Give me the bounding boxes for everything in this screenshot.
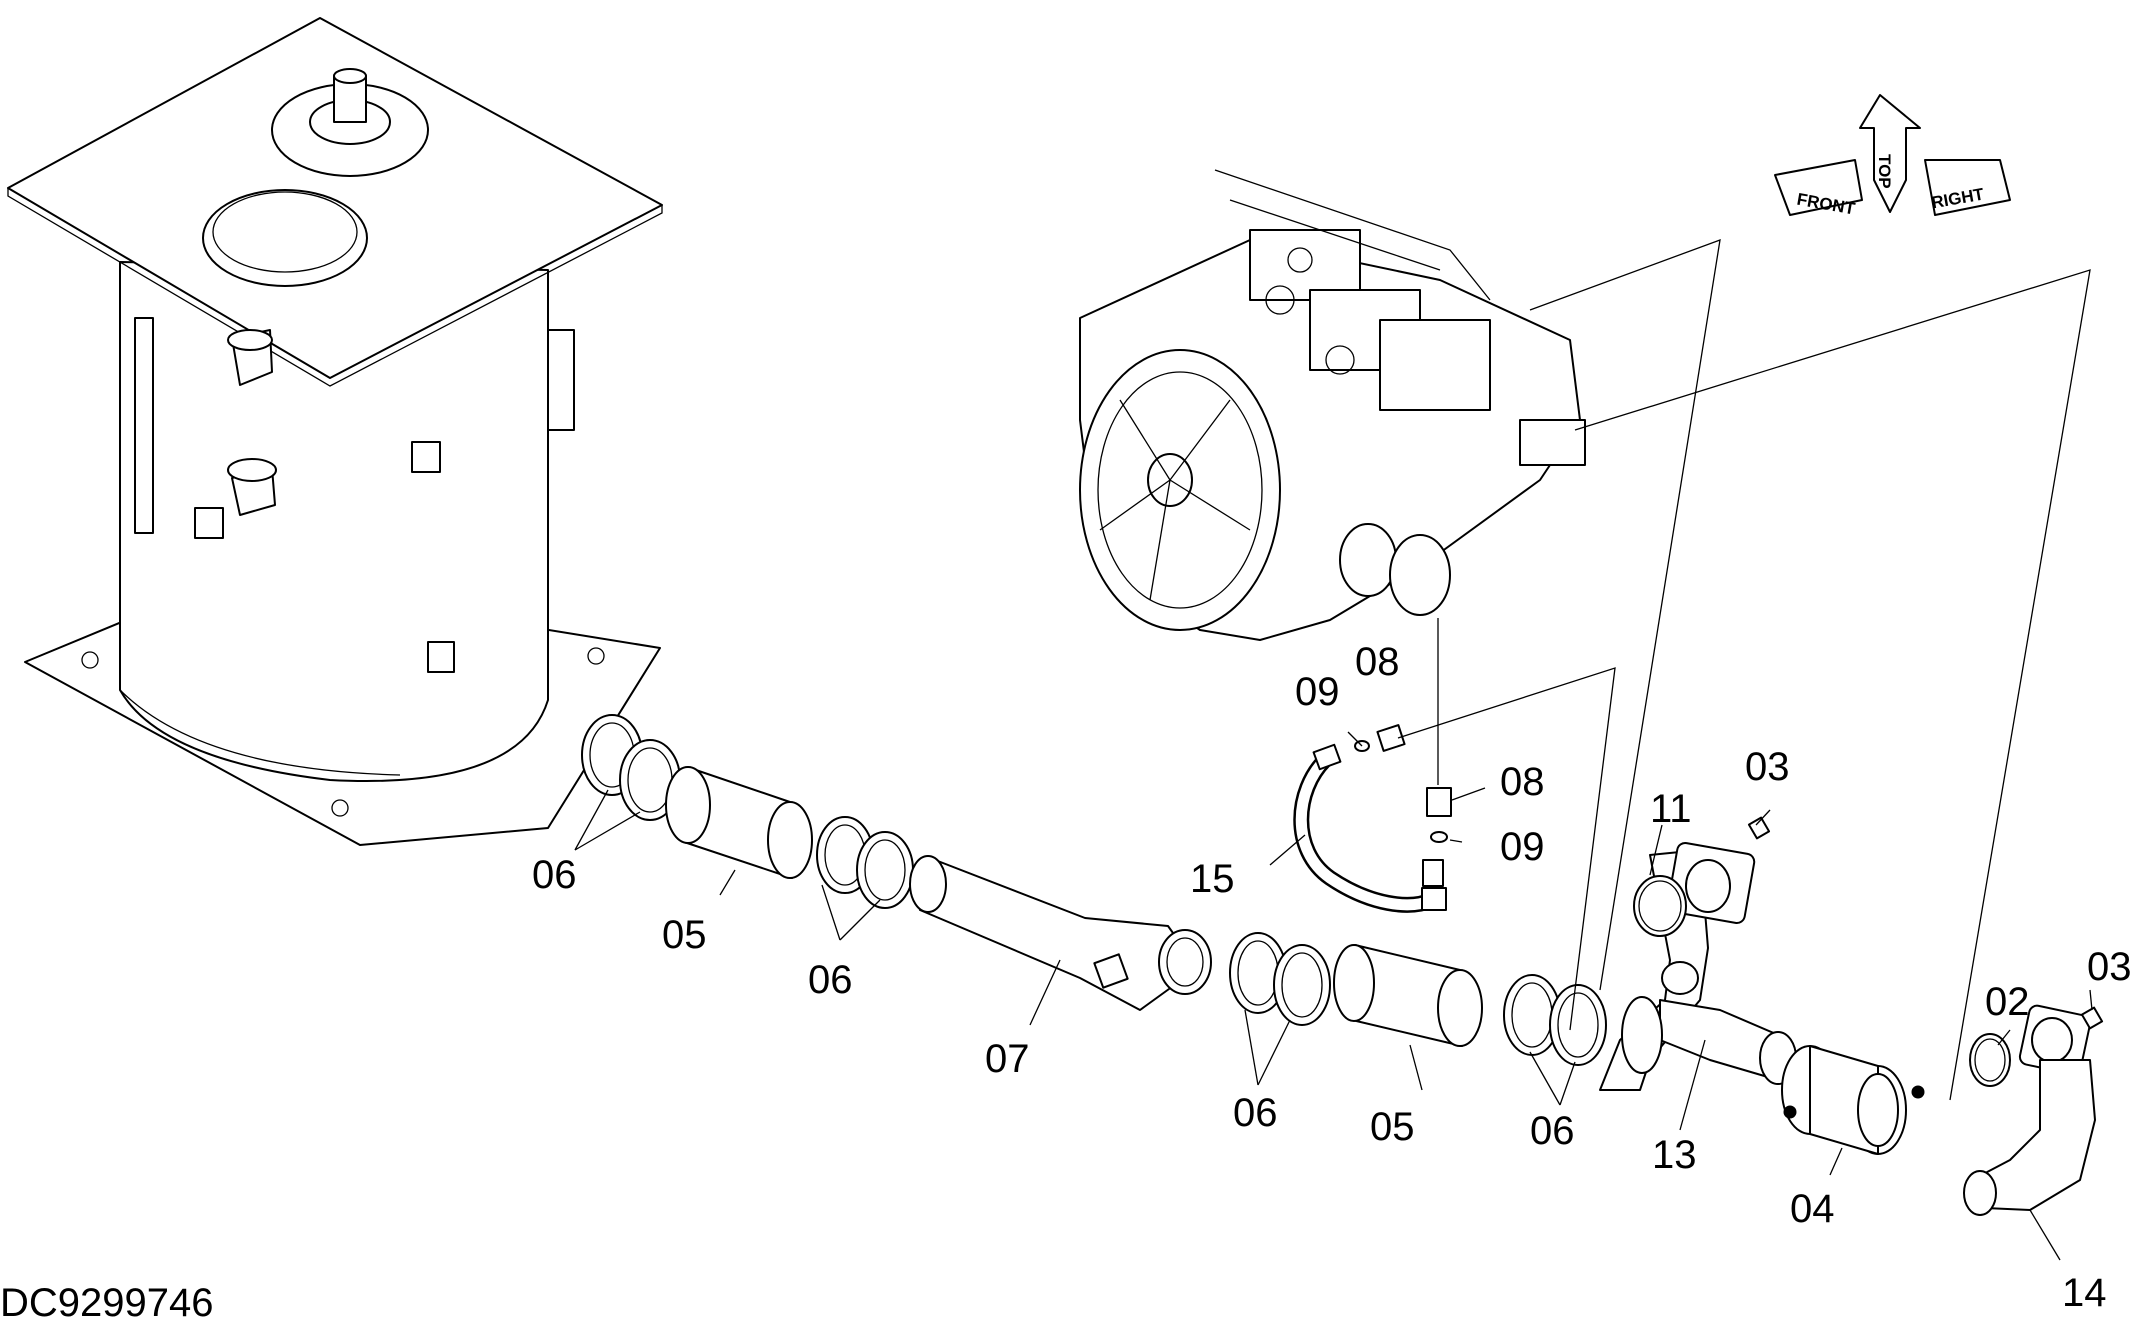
callout-03: 03 (1745, 745, 1790, 789)
callout-07: 07 (985, 1037, 1030, 1081)
callout-06: 06 (1233, 1091, 1278, 1135)
callout-06: 06 (1530, 1109, 1575, 1153)
rubber-hose-05-a (665, 766, 813, 879)
suction-elbow-13 (1599, 842, 1797, 1091)
top-label: TOP (1875, 154, 1894, 189)
leader-lines (574, 239, 2093, 1261)
callout-15: 15 (1190, 857, 1235, 901)
hydraulic-tank (7, 17, 663, 846)
callout-labels: 03 03 02 11 08 09 08 09 15 06 05 06 07 0… (532, 640, 2132, 1315)
callout-03: 03 (2087, 945, 2132, 989)
bolts-03 (1747, 816, 2104, 1030)
callout-08: 08 (1355, 640, 1400, 684)
suction-pipe-07 (909, 855, 1212, 1011)
callout-06: 06 (532, 853, 577, 897)
callout-06: 06 (808, 958, 853, 1002)
callout-09: 09 (1295, 670, 1340, 714)
drawing-number: DC9299746 (0, 1281, 214, 1325)
hose-clamps (581, 714, 1607, 1066)
coupling-04 (1781, 1045, 1925, 1155)
callout-13: 13 (1652, 1133, 1697, 1177)
hose-15 (1293, 743, 1447, 913)
callout-02: 02 (1985, 980, 2030, 1024)
outlet-elbow-14 (1963, 1004, 2096, 1216)
callout-09: 09 (1500, 825, 1545, 869)
engine-pump-assembly (1079, 169, 1586, 641)
orientation-indicator: FRONT TOP RIGHT (1774, 94, 2011, 219)
callout-04: 04 (1790, 1187, 1835, 1231)
rubber-hose-05-b (1333, 944, 1483, 1047)
callout-14: 14 (2062, 1271, 2107, 1315)
fitting-08-09 (1354, 724, 1452, 843)
callout-05: 05 (1370, 1105, 1415, 1149)
callout-08: 08 (1500, 760, 1545, 804)
callout-11: 11 (1650, 787, 1692, 831)
o-rings (1633, 875, 2011, 1087)
callout-05: 05 (662, 913, 707, 957)
